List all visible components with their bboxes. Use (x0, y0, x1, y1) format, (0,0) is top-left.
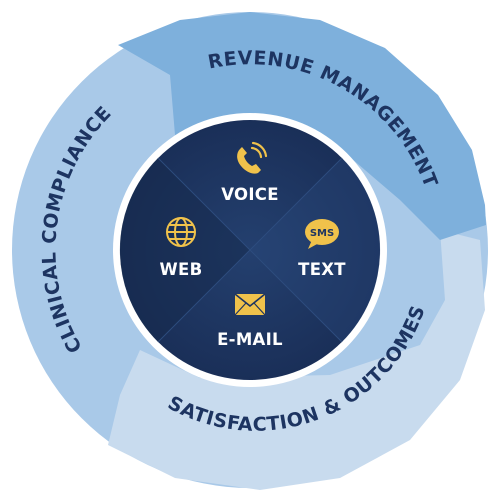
envelope-icon (234, 293, 266, 316)
channel-web-label: WEB (160, 260, 203, 279)
segment-satisfaction (108, 230, 485, 490)
globe-icon (166, 217, 196, 247)
sms-icon-text: SMS (310, 228, 334, 239)
sms-bubble-icon: SMS (305, 219, 339, 249)
core-shade-left (119, 158, 251, 342)
core-diagonal-2 (157, 157, 343, 343)
channel-text-label: TEXT (298, 260, 346, 279)
core-shade-right (250, 158, 381, 342)
phone-icon (237, 141, 268, 174)
channel-email-label: E-MAIL (217, 330, 283, 349)
channel-voice-label: VOICE (221, 185, 279, 204)
